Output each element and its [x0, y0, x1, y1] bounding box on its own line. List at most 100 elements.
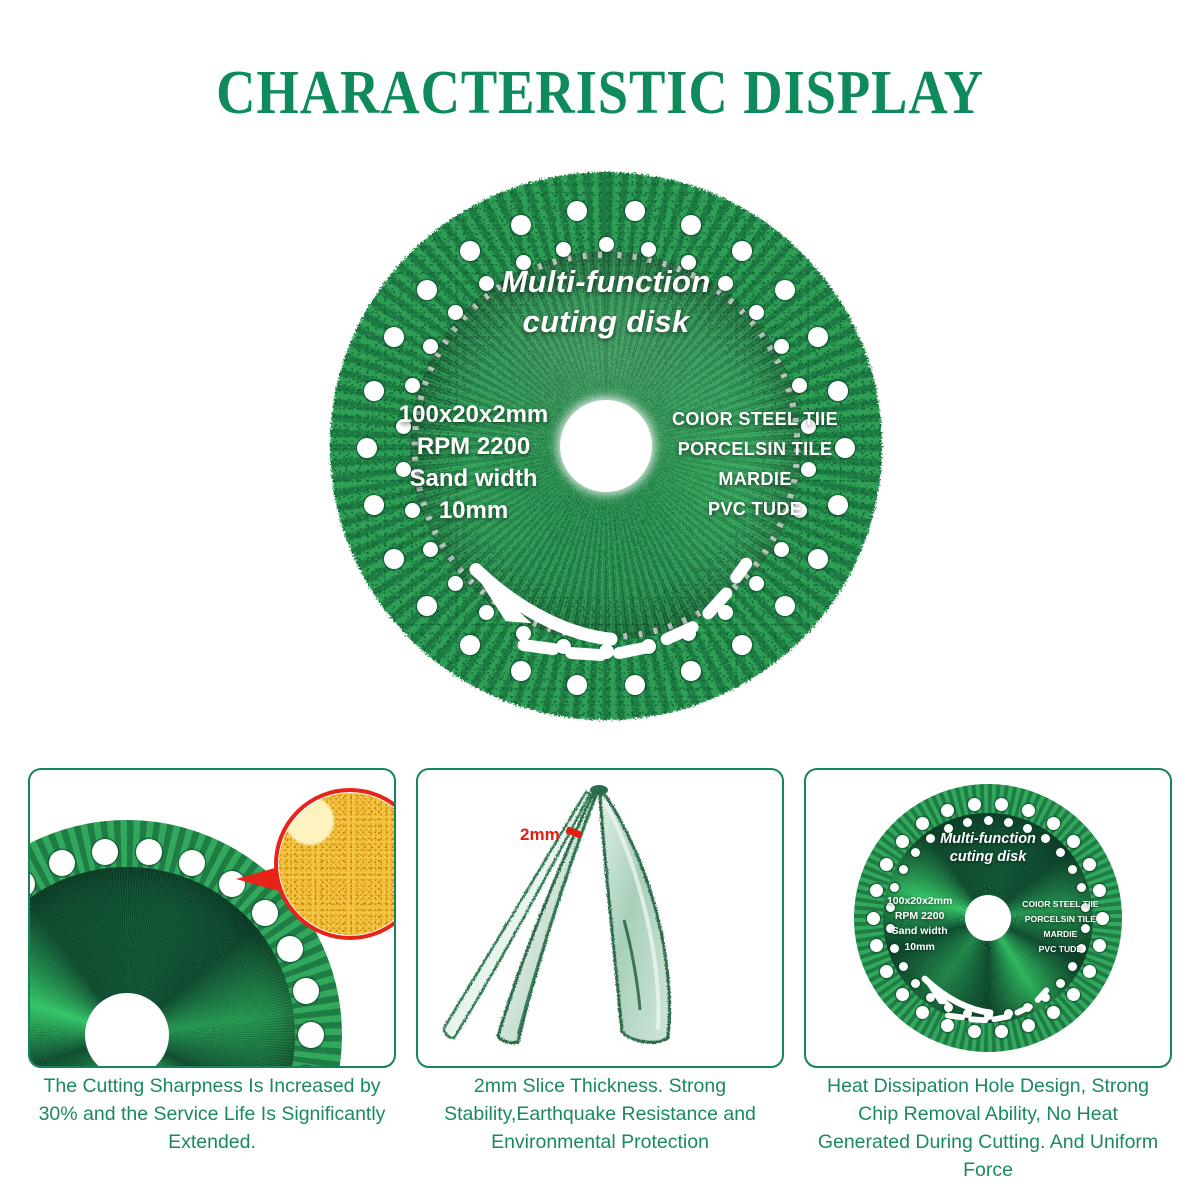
cooling-hole — [1003, 817, 1013, 827]
feature-panels: 2mm Multi-function cuting disk 100x20x2m… — [28, 768, 1172, 1068]
cooling-hole — [298, 1022, 325, 1048]
mini-material-2: PORCELSIN TILE — [1024, 913, 1096, 924]
cooling-hole — [800, 461, 816, 477]
cooling-hole — [870, 938, 884, 952]
grit-magnifier-icon — [274, 788, 394, 940]
cooling-hole — [940, 1018, 954, 1032]
cooling-hole — [1046, 1005, 1060, 1019]
panel-thickness[interactable]: 2mm — [416, 768, 784, 1068]
cooling-hole — [91, 839, 118, 866]
cooling-hole — [1083, 964, 1097, 978]
disk-brand-line1: Multi-function — [501, 264, 711, 300]
cooling-hole — [807, 549, 828, 570]
cooling-hole — [910, 978, 920, 988]
cooling-hole — [717, 276, 733, 292]
cooling-hole — [995, 1025, 1009, 1039]
cooling-hole — [1092, 938, 1106, 952]
cooling-hole — [1040, 834, 1050, 844]
panel-sharpness[interactable] — [28, 768, 396, 1068]
cooling-hole — [1080, 903, 1090, 913]
mini-rotation-arrow-icon — [921, 975, 1050, 1023]
mini-material-1: COIOR STEEL TIIE — [1022, 898, 1099, 909]
cooling-hole — [479, 604, 495, 620]
cooling-hole — [879, 964, 893, 978]
cooling-hole — [292, 977, 319, 1004]
cooling-hole — [835, 438, 856, 458]
thickness-label: 2mm — [520, 825, 560, 844]
cooling-hole — [717, 604, 733, 620]
cooling-hole — [30, 870, 36, 897]
mini-spec-list: 100x20x2mm RPM 2200 Sand width 10mm — [870, 894, 969, 955]
mini-spec-size: 100x20x2mm — [886, 894, 953, 907]
material-item-3: MARDIE — [718, 468, 792, 489]
hero-disk: Multi-function cuting disk 100x20x2mm RP… — [330, 172, 882, 720]
material-item-1: COIOR STEEL TIIE — [672, 408, 839, 429]
cooling-hole — [926, 992, 935, 1002]
cooling-hole — [422, 542, 438, 558]
cooling-hole — [731, 634, 752, 655]
mini-spec-sand-label: Sand width — [891, 925, 948, 938]
cooling-hole — [910, 848, 920, 858]
cooling-hole — [251, 899, 278, 926]
cooling-hole — [1056, 848, 1066, 858]
cooling-hole — [447, 304, 463, 320]
cooling-hole — [916, 817, 930, 831]
material-item-4: PVC TUDE — [707, 498, 803, 519]
cooling-hole — [1067, 987, 1081, 1001]
cooling-hole — [405, 377, 421, 393]
cooling-hole — [749, 576, 765, 592]
cooling-hole — [515, 254, 531, 270]
cooling-hole — [1092, 884, 1106, 898]
mini-disk: Multi-function cuting disk 100x20x2mm RP… — [854, 784, 1122, 1052]
cooling-hole — [791, 503, 807, 519]
cooling-hole — [567, 200, 588, 221]
spec-sand-width-label: Sand width — [409, 465, 538, 493]
cooling-hole — [895, 987, 909, 1001]
cooling-hole — [1076, 943, 1086, 953]
mini-brand-line1: Multi-function — [940, 830, 1036, 847]
spec-size: 100x20x2mm — [398, 401, 549, 429]
cooling-hole — [963, 1009, 973, 1019]
cooling-hole — [898, 864, 908, 874]
cooling-hole — [363, 380, 384, 401]
cooling-hole — [886, 923, 896, 933]
caption-thickness: 2mm Slice Thickness. Strong Stability,Ea… — [444, 1075, 756, 1154]
cooling-hole — [624, 200, 645, 221]
cooling-hole — [1022, 1018, 1036, 1032]
cooling-hole — [870, 884, 884, 898]
mini-spec-sand-value: 10mm — [904, 940, 935, 953]
cooling-hole — [828, 380, 849, 401]
cooling-hole — [48, 849, 75, 876]
rotation-direction-arrow-icon — [469, 557, 753, 661]
cooling-hole — [293, 1066, 319, 1068]
cooling-hole — [967, 797, 981, 811]
cooling-hole — [866, 911, 880, 925]
disk-spec-list: 100x20x2mm RPM 2200 Sand width 10mm — [374, 399, 573, 527]
cooling-hole — [1068, 864, 1078, 874]
spec-rpm: RPM 2200 — [416, 433, 531, 461]
disk-material-list: COIOR STEEL TIIE PORCELSIN TILE MARDIE P… — [650, 405, 860, 525]
cooling-hole — [417, 596, 438, 617]
cooling-hole — [967, 1025, 981, 1039]
disk-arbor-hole — [560, 400, 652, 492]
mini-brand-line2: cuting disk — [949, 849, 1027, 866]
cooling-hole — [624, 675, 645, 696]
cooling-hole — [995, 797, 1009, 811]
cooling-hole — [898, 962, 908, 972]
caption-sharpness: The Cutting Sharpness Is Increased by 30… — [38, 1075, 386, 1154]
cooling-hole — [1040, 992, 1050, 1002]
cooling-hole — [1076, 883, 1086, 893]
disk-brand-text: Multi-function cuting disk — [330, 262, 882, 341]
cooling-hole — [680, 661, 701, 682]
cooling-hole — [680, 214, 701, 235]
cooling-hole — [515, 626, 531, 642]
cooling-hole — [384, 549, 405, 570]
panel-heat-dissipation[interactable]: Multi-function cuting disk 100x20x2mm RP… — [804, 768, 1172, 1068]
cooling-hole — [1080, 923, 1090, 933]
cooling-hole — [774, 279, 795, 300]
cooling-hole — [963, 817, 973, 827]
cooling-hole — [460, 634, 481, 655]
cooling-hole — [1096, 911, 1110, 925]
mini-spec-rpm: RPM 2200 — [894, 910, 945, 923]
cooling-hole — [396, 419, 412, 435]
